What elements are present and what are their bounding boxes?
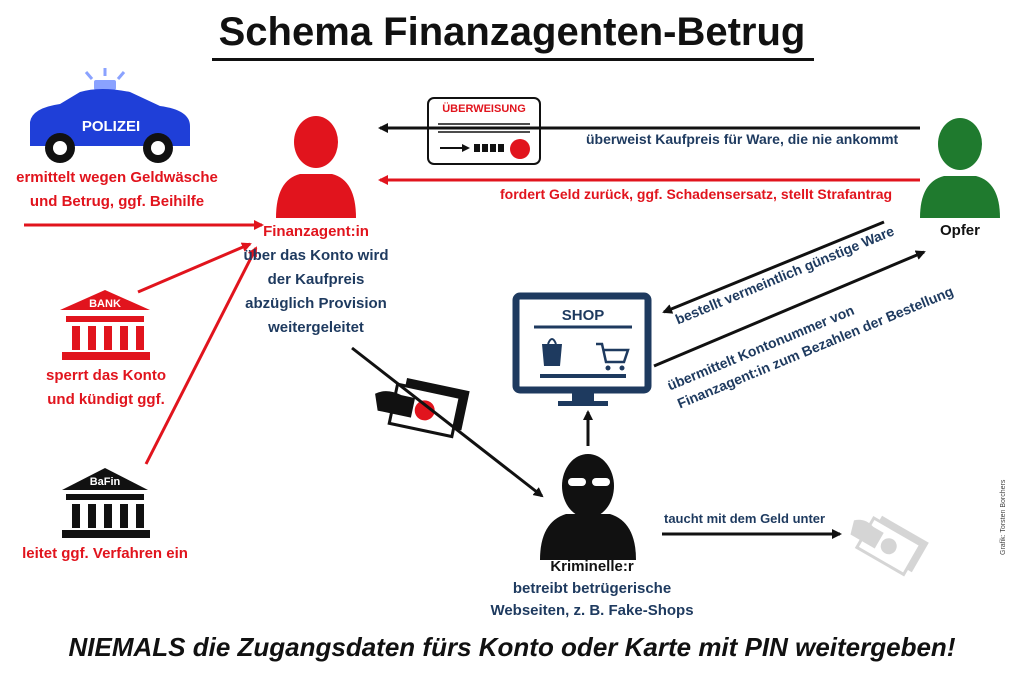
bafin-label: BaFin xyxy=(89,476,121,488)
transfer-form-icon xyxy=(427,97,541,165)
arrow-orders xyxy=(662,220,885,314)
arrow-bank xyxy=(137,242,252,294)
bank-label: BANK xyxy=(89,298,121,310)
criminal-text: Kriminelle:r betreibt betrügerische Webs… xyxy=(482,556,702,622)
police-line1: ermittelt wegen Geldwäsche xyxy=(16,169,218,186)
bank-text: sperrt das Konto und kündigt ggf. xyxy=(20,364,192,412)
money-vanish-icon xyxy=(850,515,929,577)
bank-line2: und kündigt ggf. xyxy=(47,391,165,408)
bank-building-icon xyxy=(60,290,150,360)
agent-silhouette-icon xyxy=(276,116,356,218)
criminal-silhouette-icon xyxy=(540,454,636,560)
arrow-demands-label: fordert Geld zurück, ggf. Schadensersatz… xyxy=(500,186,893,202)
agent-line2: der Kaufpreis xyxy=(267,271,365,288)
criminal-line2: Webseiten, z. B. Fake-Shops xyxy=(490,602,694,619)
arrow-bafin xyxy=(144,246,258,465)
police-text: ermittelt wegen Geldwäsche und Betrug, g… xyxy=(0,166,234,214)
graphic-credit: Grafik: Torsten Borchers xyxy=(1000,479,1007,555)
agent-text: Finanzagent:in über das Konto wird der K… xyxy=(232,220,400,340)
arrow-account xyxy=(653,250,926,368)
police-line2: und Betrug, ggf. Beihilfe xyxy=(29,193,205,210)
victim-label: Opfer xyxy=(939,222,980,239)
police-car-icon xyxy=(30,68,190,163)
criminal-title: Kriminelle:r xyxy=(550,558,634,575)
bafin-text: leitet ggf. Verfahren ein xyxy=(10,542,200,566)
page-title: Schema Finanzagenten-Betrug xyxy=(218,10,806,54)
shop-monitor-icon xyxy=(512,292,652,406)
shop-label: SHOP xyxy=(561,307,605,324)
agent-line4: weitergeleitet xyxy=(268,319,364,336)
title-underline xyxy=(212,58,814,61)
criminal-line1: betreibt betrügerische xyxy=(512,580,672,597)
arrow-forward-money xyxy=(351,346,544,498)
police-car-label: POLIZEI xyxy=(81,118,141,135)
agent-line3: abzüglich Provision xyxy=(245,295,387,312)
agent-title: Finanzagent:in xyxy=(263,223,369,240)
transfer-form-label: ÜBERWEISUNG xyxy=(442,103,526,115)
victim-silhouette-icon xyxy=(920,118,1000,218)
arrow-vanish-label: taucht mit dem Geld unter xyxy=(664,511,826,526)
footer-warning: NIEMALS die Zugangsdaten fürs Konto oder… xyxy=(68,632,956,662)
arrow-pays-label: überweist Kaufpreis für Ware, die nie an… xyxy=(586,131,899,147)
bafin-building-icon xyxy=(62,468,150,538)
agent-line1: über das Konto wird xyxy=(243,247,389,264)
bafin-line1: leitet ggf. Verfahren ein xyxy=(22,545,188,562)
money-hand-icon xyxy=(375,377,470,439)
bank-line1: sperrt das Konto xyxy=(45,367,166,384)
